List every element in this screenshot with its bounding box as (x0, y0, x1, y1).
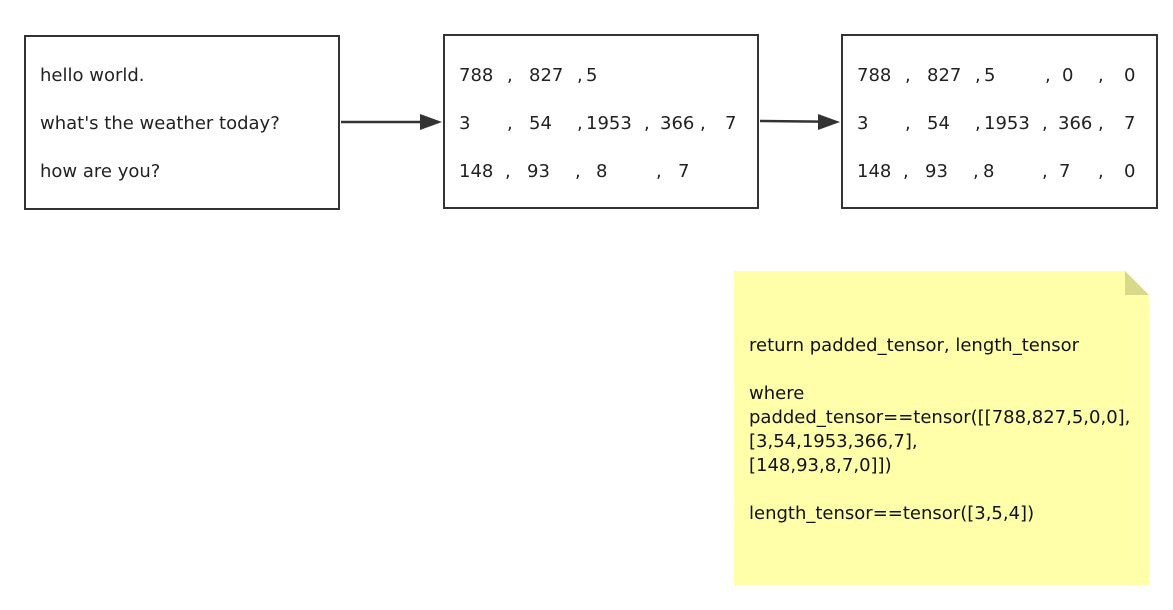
token-id: 54 (529, 113, 552, 134)
arrow-ids-to-padded (759, 114, 840, 130)
sentence-line: what's the weather today? (40, 113, 280, 134)
token-id: 827 (529, 65, 564, 86)
token-id: 788 (857, 65, 892, 86)
separator: , (903, 161, 909, 182)
separator: , (656, 161, 662, 182)
token-id: 148 (459, 161, 494, 182)
separator: , (1042, 161, 1048, 182)
padded-ids-row: 3 , 54 , 1953 , 366 , 7 (843, 114, 1156, 134)
token-id: 93 (527, 161, 550, 182)
token-id: 5 (984, 65, 996, 86)
separator: , (507, 113, 513, 134)
separator: , (577, 65, 583, 86)
token-id: 5 (586, 65, 598, 86)
token-ids-box: 788 , 827 , 5 3 , 54 , 1953 , 366 , 7 14… (443, 34, 759, 209)
padded-ids-row: 788 , 827 , 5 , 0 , 0 (843, 66, 1156, 86)
separator: , (507, 65, 513, 86)
token-id: 148 (857, 161, 892, 182)
note-line: length_tensor==tensor([3,5,4]) (749, 503, 1035, 524)
separator: , (505, 161, 511, 182)
separator: , (1098, 161, 1104, 182)
token-id: 3 (857, 113, 869, 134)
separator: , (905, 113, 911, 134)
token-id: 366 (660, 113, 695, 134)
separator: , (644, 113, 650, 134)
token-ids-row: 3 , 54 , 1953 , 366 , 7 (445, 114, 757, 134)
padding-token: 0 (1124, 65, 1136, 86)
note-line: return padded_tensor, length_tensor (749, 335, 1080, 356)
separator: , (975, 113, 981, 134)
token-id: 827 (927, 65, 962, 86)
note-line: padded_tensor==tensor([[788,827,5,0,0], (749, 407, 1131, 428)
token-id: 8 (596, 161, 608, 182)
token-id: 7 (1059, 161, 1071, 182)
note-line: [148,93,8,7,0]]) (749, 455, 892, 476)
separator: , (1098, 113, 1104, 134)
padded-ids-box: 788 , 827 , 5 , 0 , 0 3 , 54 , 1953 , 36… (841, 34, 1158, 209)
padding-token: 0 (1062, 65, 1074, 86)
padding-token: 0 (1124, 161, 1136, 182)
token-id: 93 (925, 161, 948, 182)
sentence-line: hello world. (40, 65, 145, 86)
note-shape (734, 271, 1149, 585)
token-ids-row: 788 , 827 , 5 (445, 66, 757, 86)
sentence-line: how are you? (40, 161, 161, 182)
separator: , (905, 65, 911, 86)
token-id: 366 (1058, 113, 1093, 134)
separator: , (1045, 65, 1051, 86)
token-id: 7 (725, 113, 737, 134)
separator: , (577, 113, 583, 134)
token-id: 7 (678, 161, 690, 182)
separator: , (575, 161, 581, 182)
token-id: 54 (927, 113, 950, 134)
arrow-sentences-to-ids (341, 114, 442, 130)
separator: , (975, 65, 981, 86)
token-id: 1953 (586, 113, 632, 134)
sticky-note: return padded_tensor, length_tensor wher… (734, 271, 1149, 585)
sentences-box: hello world. what's the weather today? h… (24, 35, 340, 210)
separator: , (1098, 65, 1104, 86)
padded-ids-row: 148 , 93 , 8 , 7 , 0 (843, 162, 1156, 182)
note-line: [3,54,1953,366,7], (749, 431, 918, 452)
separator: , (700, 113, 706, 134)
token-id: 3 (459, 113, 471, 134)
token-ids-row: 148 , 93 , 8 , 7 (445, 162, 757, 182)
separator: , (1042, 113, 1048, 134)
separator: , (973, 161, 979, 182)
token-id: 8 (983, 161, 995, 182)
token-id: 1953 (984, 113, 1030, 134)
note-line: where (749, 383, 805, 404)
token-id: 788 (459, 65, 494, 86)
token-id: 7 (1124, 113, 1136, 134)
